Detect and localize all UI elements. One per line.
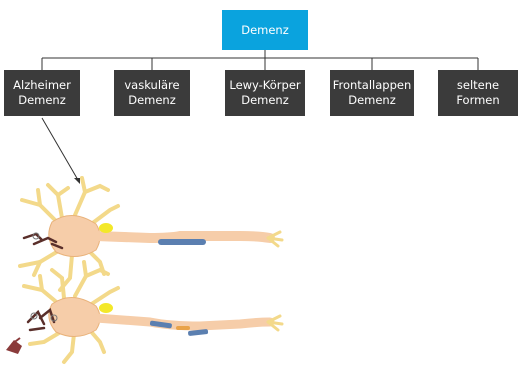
healthy-neuron-icon — [20, 178, 282, 290]
degenerating-neuron-icon — [6, 262, 282, 362]
